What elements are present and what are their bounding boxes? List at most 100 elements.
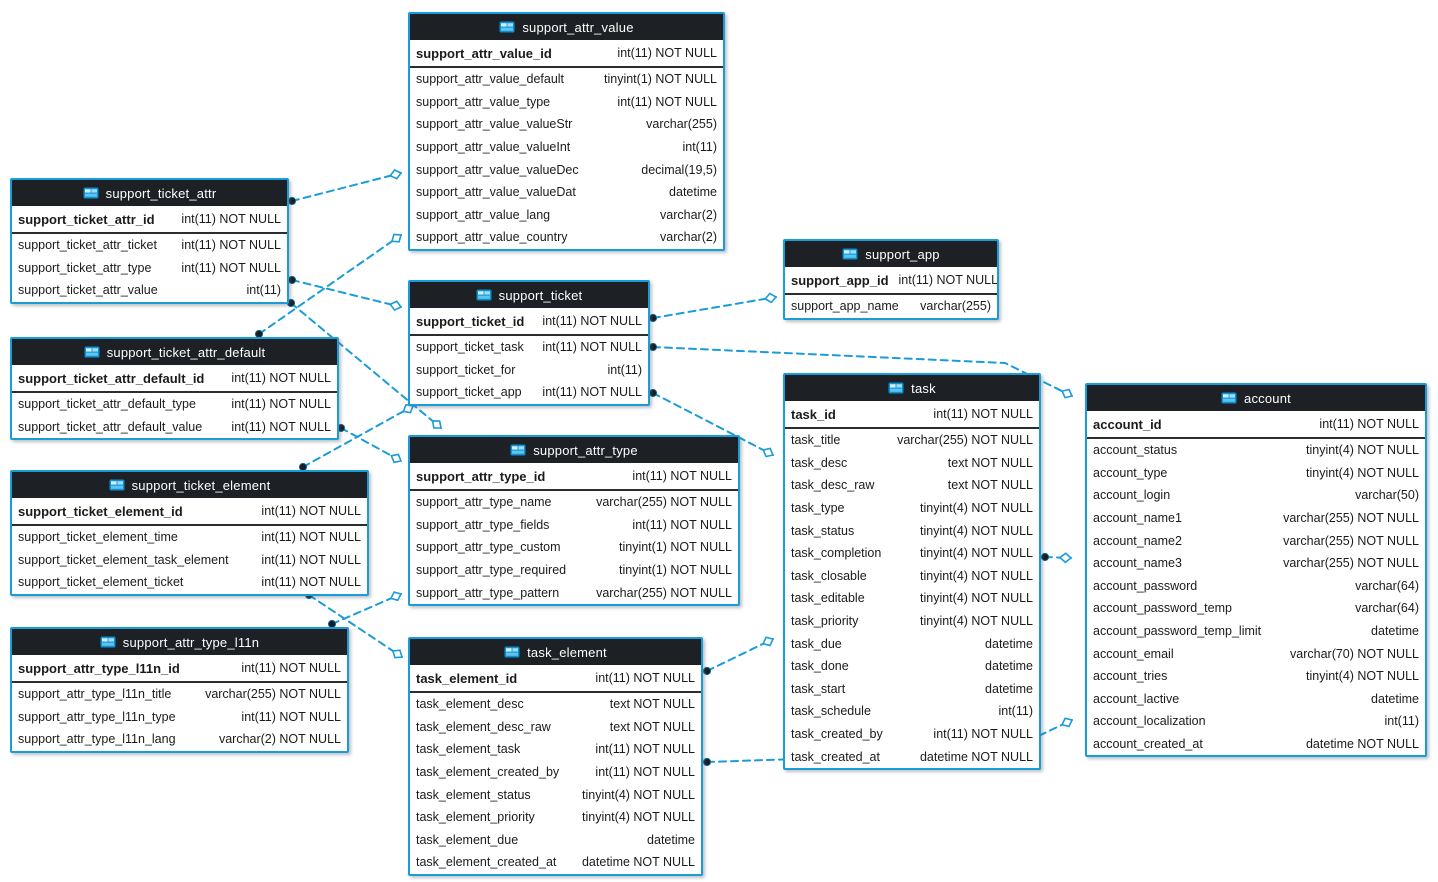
relationship-support_ticket_element-to-support_ticket[interactable] [302, 405, 414, 468]
relationship-support_ticket-to-account[interactable] [652, 346, 1073, 397]
relationship-task-to-account[interactable] [1044, 556, 1072, 559]
entity-header[interactable]: task_element [410, 639, 701, 665]
relationship-support_attr_type_l11n-to-support_attr_type[interactable] [331, 593, 402, 625]
entity-header[interactable]: support_attr_type [410, 437, 738, 463]
relationship-support_ticket_attr_default-to-support_attr_value[interactable] [258, 234, 402, 335]
relationship-support_ticket-to-support_app[interactable] [652, 296, 777, 319]
entity-header[interactable]: support_attr_type_l11n [12, 629, 347, 655]
entity-header[interactable]: support_attr_value [410, 14, 723, 40]
entity-header[interactable]: account [1087, 385, 1425, 411]
relationship-support_ticket_element-to-task_element[interactable] [308, 594, 403, 658]
entity-header[interactable]: support_ticket_element [12, 472, 367, 498]
entity-support_ticket_attr_default[interactable]: support_ticket_attr_default support_ticke… [10, 337, 339, 441]
entity-header[interactable]: support_ticket_attr [12, 180, 287, 206]
relationship-support_ticket-to-task[interactable] [652, 392, 774, 456]
relationship-support_ticket_attr-to-support_ticket[interactable] [291, 279, 402, 308]
relationship-support_ticket_attr_default-to-support_attr_type[interactable] [340, 427, 402, 462]
relationship-support_ticket_attr-to-support_attr_type[interactable] [290, 302, 442, 429]
entity-header[interactable]: support_ticket_attr_default [12, 339, 337, 365]
entity-header[interactable]: task [785, 375, 1039, 401]
entity-header[interactable]: support_ticket [410, 282, 648, 308]
entity-header[interactable]: support_app [785, 241, 997, 267]
